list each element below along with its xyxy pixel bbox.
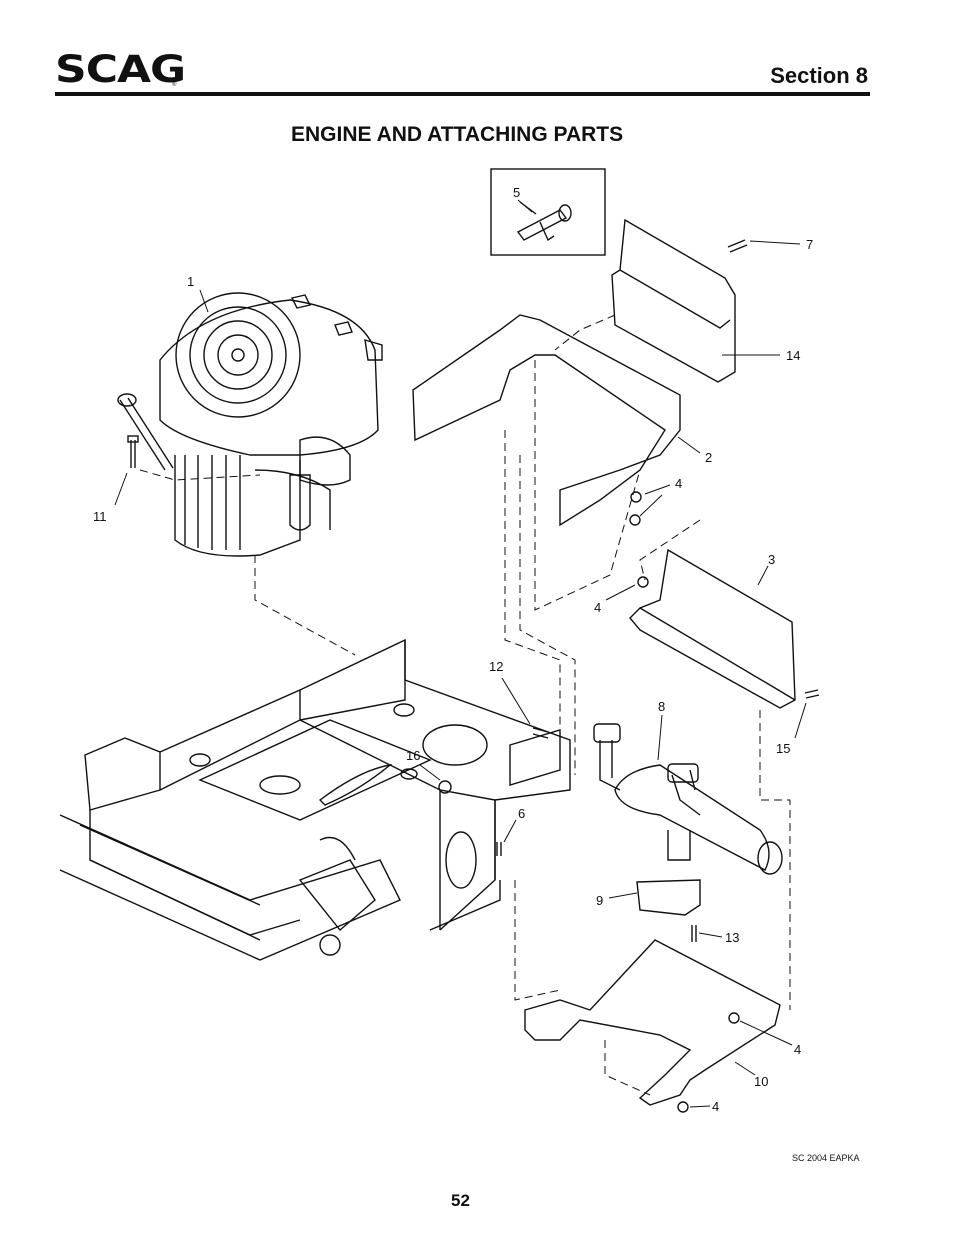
bolt-part-13 <box>691 925 697 942</box>
inset-box <box>490 168 606 256</box>
fitting-part-5 <box>516 209 568 241</box>
bolt-part-15 <box>804 689 820 699</box>
callout-2: 2 <box>705 450 712 465</box>
callout-4d: 4 <box>712 1099 719 1114</box>
bolt-part-12 <box>532 727 549 739</box>
callout-15: 15 <box>776 741 790 756</box>
plate-part-9 <box>636 879 701 916</box>
header-rule <box>55 92 870 96</box>
tray-part-10 <box>524 939 781 1106</box>
callout-4a: 4 <box>675 476 682 491</box>
callout-9: 9 <box>596 893 603 908</box>
nut-part-4 <box>630 491 642 503</box>
fitting-part-16 <box>438 780 452 794</box>
page-title: ENGINE AND ATTACHING PARTS <box>291 123 624 146</box>
bolt-part-6 <box>496 842 502 856</box>
callout-11: 11 <box>93 509 107 524</box>
bracket-part-2 <box>412 314 681 527</box>
callout-14: 14 <box>786 348 800 363</box>
callout-numbers: 1 2 3 4 4 4 4 4 5 6 7 8 9 10 11 12 13 14… <box>93 185 813 1114</box>
section-label: Section 8 <box>770 63 868 88</box>
leader-lines <box>114 199 807 1108</box>
callout-10: 10 <box>754 1074 768 1089</box>
mower-chassis <box>59 638 571 961</box>
bolt-part-11 <box>130 440 136 468</box>
scag-logo: SCAG <box>55 48 186 92</box>
bracket-part-3 <box>629 548 796 709</box>
heat-shield-part-14 <box>611 218 736 383</box>
engine-part-1 <box>117 292 383 557</box>
callout-1: 1 <box>187 274 194 289</box>
callout-13: 13 <box>725 930 739 945</box>
callout-3: 3 <box>768 552 775 567</box>
assembly-lines <box>139 314 791 1096</box>
callout-16: 16 <box>406 748 420 763</box>
callout-5: 5 <box>513 185 520 200</box>
callout-6: 6 <box>518 806 525 821</box>
page-number: 52 <box>451 1191 470 1210</box>
muffler-part-8 <box>593 723 783 875</box>
callout-8: 8 <box>658 699 665 714</box>
callout-7: 7 <box>806 237 813 252</box>
registered-mark: ® <box>172 82 177 88</box>
callout-4c: 4 <box>794 1042 801 1057</box>
bolt-part-7 <box>727 239 748 253</box>
callout-4b: 4 <box>594 600 601 615</box>
callout-12: 12 <box>489 659 503 674</box>
drawing-code: SC 2004 EAPKA <box>792 1153 860 1163</box>
